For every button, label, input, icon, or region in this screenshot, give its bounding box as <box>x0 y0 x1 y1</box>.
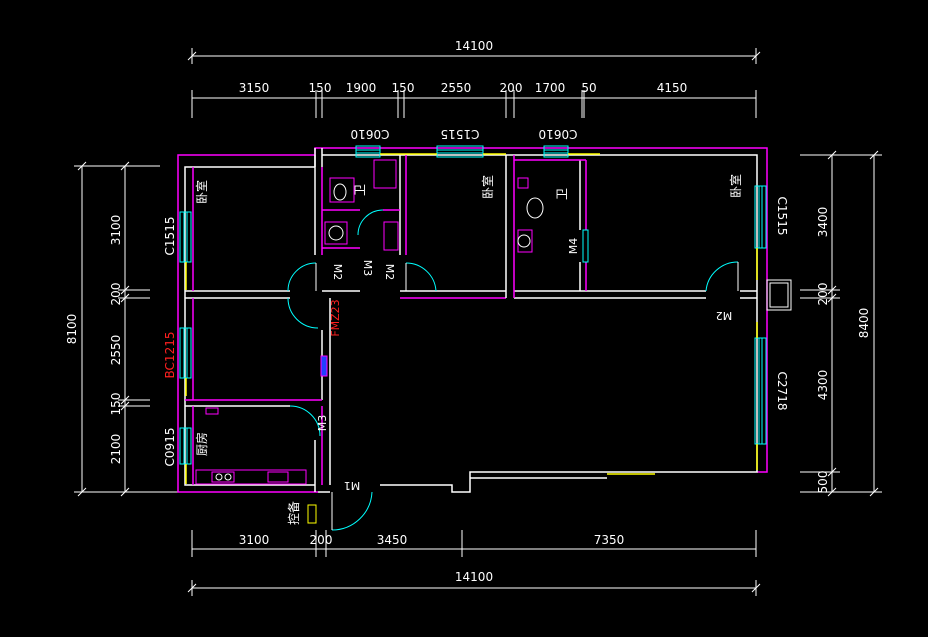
label-door: M2 <box>716 309 733 322</box>
dim-left-total: 8100 <box>65 314 79 345</box>
door-m2-left <box>287 262 317 292</box>
dim-bottom-seg: 3450 <box>377 533 408 547</box>
balcony-bump <box>766 279 792 311</box>
dim-top-total: 14100 <box>455 39 493 53</box>
window-labels: C0610 C1515 C0610 C1515 BC1215 C0915 C15… <box>163 127 789 466</box>
dim-right-seg: 500 <box>816 471 830 494</box>
label-door: M2 <box>331 264 344 281</box>
windows <box>179 145 767 465</box>
door-m1-entry <box>331 491 373 531</box>
stove-icon <box>211 471 235 483</box>
label-room: 卧室 <box>194 180 209 204</box>
dim-top-seg: 1700 <box>535 81 566 95</box>
doors <box>287 209 739 531</box>
washbasin-fixture <box>324 221 348 245</box>
label-room: 控备 <box>287 501 301 525</box>
dim-right-seg: 3400 <box>816 207 830 238</box>
window-top-c0610-b <box>543 145 569 158</box>
fixtures <box>195 159 544 485</box>
dim-top-seg: 1900 <box>346 81 377 95</box>
dim-right-total: 8400 <box>857 308 871 339</box>
dim-top-seg: 150 <box>309 81 332 95</box>
label-door: M4 <box>567 238 580 255</box>
dim-bottom-seg: 200 <box>310 533 333 547</box>
dim-bottom-seg: 7350 <box>594 533 625 547</box>
dim-left-seg: 2100 <box>109 434 123 465</box>
dim-top-seg: 50 <box>581 81 596 95</box>
exterior-walls <box>177 147 768 493</box>
toilet-bath2 <box>526 197 544 219</box>
dim-left-seg: 150 <box>109 393 123 416</box>
window-right-c1515 <box>754 185 767 249</box>
dim-right-seg: 4300 <box>816 370 830 401</box>
door-m2-right <box>705 261 739 292</box>
label-door: M2 <box>383 264 396 281</box>
label-room: 卫 <box>353 184 367 196</box>
window-top-c0610-a <box>355 145 381 158</box>
window-right-c2718 <box>754 337 767 445</box>
label-door: M1 <box>344 479 361 492</box>
label-room: 卫 <box>555 188 569 200</box>
sills <box>185 153 758 484</box>
dimension-texts: 14100 3150 150 1900 150 2550 200 1700 50… <box>65 39 871 584</box>
dim-left-seg: 2550 <box>109 335 123 366</box>
dim-left-seg: 200 <box>109 283 123 306</box>
label-window-right: C2718 <box>775 372 789 411</box>
label-window-left: C1515 <box>163 217 177 256</box>
label-room: 卧室 <box>728 174 743 198</box>
window-top-c1515 <box>436 145 484 158</box>
label-window-left-bc: BC1215 <box>163 332 177 379</box>
label-room: 卧室 <box>480 175 495 199</box>
label-window-top: C1515 <box>441 127 480 141</box>
sink-icon <box>267 471 289 483</box>
door-m3-top <box>357 209 384 236</box>
door-m2-bath <box>405 262 437 292</box>
label-fire-door: FMZ23 <box>329 299 342 336</box>
door-fm <box>287 297 319 329</box>
door-m3-kitchen <box>289 405 321 437</box>
dim-right-seg: 200 <box>816 283 830 306</box>
label-door: M3 <box>316 415 329 432</box>
dim-bottom-seg: 3100 <box>239 533 270 547</box>
label-window-top: C0610 <box>539 127 578 141</box>
dim-top-seg: 4150 <box>657 81 688 95</box>
room-labels: 卧室 卫 卧室 卫 卧室 厨房 控备 <box>194 174 743 525</box>
label-room: 厨房 <box>194 432 209 456</box>
dim-top-seg: 200 <box>500 81 523 95</box>
shower-fixture <box>373 159 397 189</box>
dim-top-seg: 2550 <box>441 81 472 95</box>
label-window-left: C0915 <box>163 428 177 467</box>
label-window-top: C0610 <box>351 127 390 141</box>
label-window-right: C1515 <box>775 197 789 236</box>
dim-top-seg: 3150 <box>239 81 270 95</box>
toilet-fixture <box>329 177 355 203</box>
cabinet-fixture <box>383 221 399 251</box>
dim-bottom-total: 14100 <box>455 570 493 584</box>
meter-box <box>307 504 317 524</box>
window-m4 <box>582 229 589 263</box>
kitchen-counter <box>195 469 307 485</box>
fire-door-marker <box>320 355 328 377</box>
dim-top-seg: 150 <box>392 81 415 95</box>
dim-left-seg: 3100 <box>109 215 123 246</box>
label-door: M3 <box>361 260 374 277</box>
interior-walls <box>185 155 757 492</box>
kitchen-shelf <box>205 407 219 415</box>
door-labels: M2 M3 M2 FMZ23 M4 M2 M3 M1 <box>316 238 732 492</box>
dimension-lines <box>74 48 882 596</box>
sink-small <box>517 177 529 189</box>
